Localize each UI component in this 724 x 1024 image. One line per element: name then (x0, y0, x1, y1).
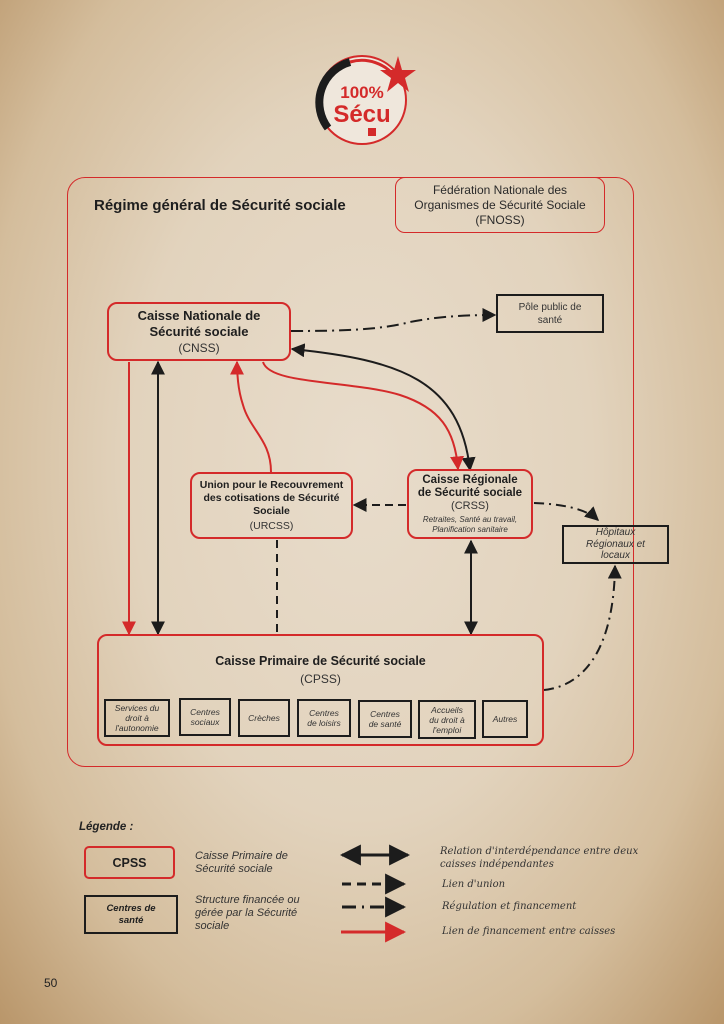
star-icon (380, 56, 416, 92)
node-cnss[interactable]: Caisse Nationale de Sécurité sociale (CN… (107, 302, 291, 361)
service-label: Centres (190, 707, 220, 717)
service-creches[interactable]: Crèches (238, 699, 290, 737)
fnoss-line3: (FNOSS) (475, 212, 525, 227)
pole-line2: santé (537, 314, 563, 326)
service-label: Autres (492, 714, 518, 724)
link-cnss-pole (290, 308, 497, 332)
legend-title: Légende : (79, 821, 134, 833)
node-crss[interactable]: Caisse Régionale de Sécurité sociale (CR… (407, 469, 533, 539)
legend-box-black-label: santé (118, 914, 144, 926)
hopitaux-line1: Hôpitaux (595, 527, 636, 539)
service-label: Centres (370, 709, 400, 719)
link-crss-hopitaux (533, 502, 600, 521)
link-cpss-hopitaux (543, 564, 622, 691)
urcss-line1: Union pour le Recouvrement (199, 478, 344, 491)
node-urcss[interactable]: Union pour le Recouvrement des cotisatio… (190, 472, 353, 539)
crss-line1: Caisse Régionale (422, 473, 518, 486)
service-autonomie[interactable]: Services du droit à l'autonomie (104, 699, 170, 737)
cnss-line1: Caisse Nationale de (137, 307, 261, 323)
service-label: sociaux (190, 717, 220, 727)
legend-line-desc-3: Lien de financement entre caisses (442, 926, 616, 937)
legend-box-red-desc: Caisse Primaire de Sécurité sociale (195, 850, 288, 876)
legend-box-red-label: CPSS (112, 855, 147, 870)
legend-box-black-desc: Structure financée ou gérée par la Sécur… (195, 894, 300, 933)
urcss-line2: des cotisations de Sécurité (203, 491, 340, 504)
link-urcss-cnss-red (230, 360, 272, 473)
frame-title: Régime général de Sécurité sociale (94, 197, 346, 214)
node-pole-public-sante[interactable]: Pôle public de santé (496, 294, 604, 333)
legend-desc-line: gérée par la Sécurité (195, 907, 298, 919)
logo: 100% Sécu (310, 50, 420, 150)
page-number: 50 (44, 976, 58, 990)
legend-line-desc-0: Relation d'interdépendance entre deux ca… (440, 845, 638, 871)
legend-desc-line: Caisse Primaire de (195, 850, 288, 862)
legend-desc-line: Structure financée ou (195, 894, 300, 906)
hopitaux-line3: locaux (601, 550, 630, 562)
logo-graphic: 100% Sécu (315, 55, 416, 145)
link-cnss-crss-black (290, 343, 476, 472)
service-label: de santé (368, 719, 402, 729)
crss-note2: Planification sanitaire (432, 524, 508, 534)
urcss-acronym: (URCSS) (249, 519, 294, 532)
service-label: l'emploi (432, 724, 462, 735)
hopitaux-line2: Régionaux et (586, 538, 645, 550)
service-label: du droit à (429, 714, 465, 725)
service-accueils-emploi[interactable]: Accueils du droit à l'emploi (418, 700, 476, 739)
cpss-title: Caisse Primaire de Sécurité sociale (215, 654, 426, 668)
logo-bottom-text: Sécu (333, 101, 390, 128)
pole-line1: Pôle public de (518, 301, 582, 313)
legend-desc-line: Sécurité sociale (195, 863, 273, 875)
service-label: droit à (125, 713, 149, 723)
legend-box-black: Centres de santé (84, 895, 178, 934)
regime-general-frame (67, 177, 634, 767)
service-label: de loisirs (307, 718, 341, 728)
crss-note1: Retraites, Santé au travail, (422, 514, 518, 524)
service-centres-loisirs[interactable]: Centres de loisirs (297, 699, 351, 737)
legend-line-desc-2: Régulation et financement (442, 901, 577, 912)
cnss-acronym: (CNSS) (178, 340, 220, 355)
logo-top-text: 100% (340, 83, 383, 102)
service-label: Accueils (431, 704, 463, 715)
service-autres[interactable]: Autres (482, 700, 528, 738)
fnoss-line1: Fédération Nationale des (432, 182, 568, 197)
crss-line2: de Sécurité sociale (417, 486, 523, 499)
urcss-line3: Sociale (253, 504, 290, 517)
legend-box-black-label: Centres de (106, 902, 156, 914)
node-hopitaux[interactable]: Hôpitaux Régionaux et locaux (562, 525, 669, 564)
service-label: Centres (309, 708, 339, 718)
fnoss-line2: Organismes de Sécurité Sociale (414, 197, 586, 212)
legend-desc-line: sociale (195, 920, 230, 932)
legend-line-text: caisses indépendantes (440, 859, 554, 870)
service-label: l'autonomie (115, 723, 159, 733)
link-cnss-crss-red (262, 361, 465, 471)
node-cpss[interactable]: Caisse Primaire de Sécurité sociale (CPS… (97, 634, 544, 746)
service-centres-sociaux[interactable]: Centres sociaux (179, 698, 231, 736)
cnss-line2: Sécurité sociale (149, 323, 249, 339)
legend-line-desc-1: Lien d'union (442, 879, 506, 890)
service-label: Crèches (248, 713, 280, 723)
service-centres-sante[interactable]: Centres de santé (358, 700, 412, 738)
cpss-acronym: (CPSS) (300, 672, 341, 686)
node-fnoss[interactable]: Fédération Nationale des Organismes de S… (395, 177, 605, 233)
legend-line-text: Relation d'interdépendance entre deux (440, 846, 639, 857)
service-label: Services du (114, 703, 160, 713)
crss-acronym: (CRSS) (451, 499, 489, 512)
legend-box-red: CPSS (84, 846, 175, 879)
